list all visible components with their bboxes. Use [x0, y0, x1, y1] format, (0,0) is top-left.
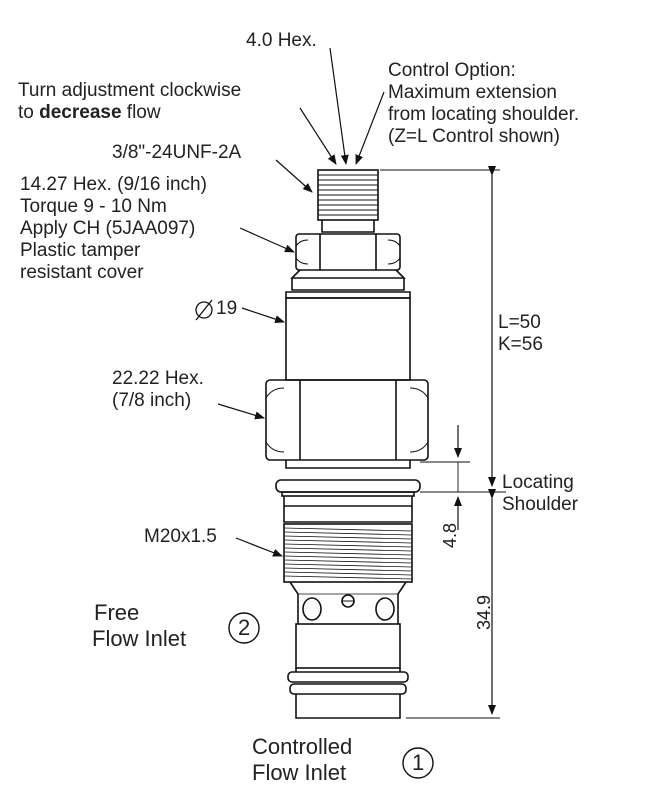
- o-ring-top: [275, 479, 421, 493]
- turn-label-2: to decrease flow: [18, 102, 161, 123]
- leader-hex-large: [217, 403, 265, 420]
- leader-diameter: [241, 307, 285, 323]
- shoulder-line: [281, 491, 415, 497]
- control-label-1: Control Option:: [388, 60, 516, 81]
- backup-ring-bottom: [289, 683, 407, 695]
- leader-hex-small: [329, 47, 349, 165]
- dim-34-9-label: 34.9: [474, 594, 494, 630]
- length-K-label: K=56: [498, 334, 543, 355]
- hex-large-label-2: (7/8 inch): [112, 390, 192, 411]
- valve-body: [265, 169, 429, 719]
- o-ring-bottom: [287, 671, 409, 683]
- lower-spool: [295, 623, 401, 669]
- hex-large-label-1: 22.22 Hex.: [112, 368, 204, 389]
- control-label-4: (Z=L Control shown): [388, 126, 560, 147]
- dim-4-8-label: 4.8: [440, 522, 460, 548]
- hex-mid-label-1: 14.27 Hex. (9/16 inch): [20, 174, 207, 195]
- hex-mid-label-3: Apply CH (5JAA097): [20, 218, 196, 239]
- hex-mid-label-4: Plastic tamper: [20, 240, 141, 261]
- port-1-number: 1: [412, 750, 425, 775]
- controlled-flow-label-1: Controlled: [252, 734, 353, 759]
- hex-small-label: 4.0 Hex.: [246, 30, 317, 51]
- leader-hex-mid: [239, 227, 295, 253]
- port-hole-left: [302, 597, 322, 621]
- length-L-label: L=50: [498, 312, 541, 333]
- port-1-circle: [402, 747, 434, 779]
- control-label-3: from locating shoulder.: [388, 104, 580, 125]
- flange-lip: [285, 291, 411, 299]
- dimension-lines: [380, 166, 506, 719]
- nose: [295, 694, 401, 719]
- locating-label-2: Shoulder: [502, 494, 579, 515]
- undercut: [283, 506, 413, 523]
- collar-1: [285, 460, 411, 469]
- m20-thread: [283, 523, 413, 583]
- top-thread-lines: [318, 174, 378, 216]
- turn-label-1: Turn adjustment clockwise: [18, 80, 242, 101]
- leader-turn: [299, 107, 337, 165]
- controlled-flow-label-2: Flow Inlet: [252, 760, 347, 785]
- thread-top-label: 3/8"-24UNF-2A: [112, 142, 242, 163]
- diameter-icon: [195, 299, 213, 321]
- backup-ring: [283, 496, 413, 507]
- body-diameter-19: [285, 297, 411, 381]
- leader-thread-top: [275, 159, 313, 193]
- small-hex-nut: [295, 233, 401, 271]
- flange-top: [290, 269, 406, 279]
- top-neck: [321, 220, 375, 233]
- thread-bottom-label: M20x1.5: [144, 526, 217, 547]
- locating-label-1: Locating: [502, 472, 574, 493]
- m20-thread-lines: [283, 527, 413, 580]
- large-hex-nut: [265, 379, 429, 461]
- port-hole-right: [375, 597, 395, 621]
- free-flow-label-2: Flow Inlet: [92, 626, 187, 651]
- diameter-label: 19: [216, 298, 238, 319]
- free-flow-label-1: Free: [94, 600, 140, 625]
- port-2-number: 2: [238, 615, 251, 640]
- leader-lines: [217, 47, 385, 557]
- flange: [291, 278, 405, 291]
- hex-mid-label-5: resistant cover: [20, 262, 144, 283]
- hex-mid-label-2: Torque 9 - 10 Nm: [20, 196, 167, 217]
- port-2-circle: [228, 612, 260, 644]
- small-hex-faces: [319, 234, 377, 270]
- decrease-word: decrease: [39, 102, 122, 123]
- control-label-2: Maximum extension: [388, 82, 557, 103]
- leader-thread-bottom: [235, 537, 283, 557]
- leader-control: [355, 91, 385, 165]
- large-hex-faces: [299, 380, 397, 460]
